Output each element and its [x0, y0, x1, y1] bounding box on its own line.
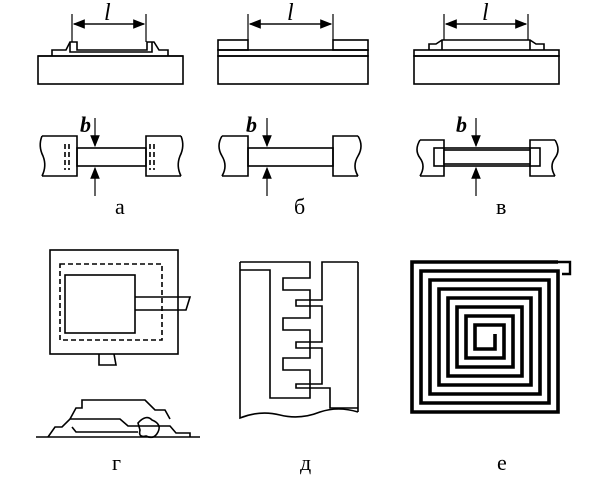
panel-a-plan-view: [39, 135, 184, 177]
panel-a-length-dimension: l: [71, 0, 147, 42]
panel-a-width-dimension: b: [80, 112, 100, 196]
panel-b-plan-view: [218, 135, 362, 177]
panel-a: l b а: [37, 0, 184, 219]
panel-b: l b б: [217, 0, 369, 219]
panel-c-width-label: b: [456, 112, 467, 137]
spiral-inductor-terminal: [558, 260, 572, 276]
panel-c-length-label: l: [482, 0, 489, 26]
panel-d-capacitor-section: [36, 399, 200, 439]
panel-c-label: в: [496, 194, 506, 219]
panel-f: е: [410, 260, 572, 475]
panel-b-width-label: b: [246, 112, 257, 137]
panel-e-label: д: [300, 450, 311, 475]
panel-b-width-dimension: b: [246, 112, 272, 196]
panel-e-meander-resistor: [239, 261, 359, 420]
panel-b-label: б: [294, 194, 305, 219]
panel-d: г: [36, 249, 200, 475]
panel-c: l b в: [413, 0, 560, 219]
panel-c-width-dimension: b: [456, 112, 481, 196]
panel-c-cross-section: [413, 39, 560, 85]
panel-b-length-dimension: l: [247, 0, 334, 40]
panel-b-length-label: l: [287, 0, 294, 26]
panel-c-length-dimension: l: [443, 0, 529, 40]
panel-a-cross-section: [37, 41, 184, 85]
panel-a-length-label: l: [104, 0, 111, 26]
panel-b-cross-section: [217, 39, 369, 85]
panel-f-spiral-inductor: [410, 260, 572, 414]
panel-a-label: а: [115, 194, 125, 219]
panel-a-width-label: b: [80, 112, 91, 137]
panel-f-label: е: [497, 450, 507, 475]
panel-e: д: [239, 261, 359, 475]
panel-d-capacitor-plan: [49, 249, 192, 366]
spiral-inductor-track: [410, 260, 560, 414]
panel-c-plan-view: [416, 139, 559, 177]
panel-d-label: г: [112, 450, 121, 475]
